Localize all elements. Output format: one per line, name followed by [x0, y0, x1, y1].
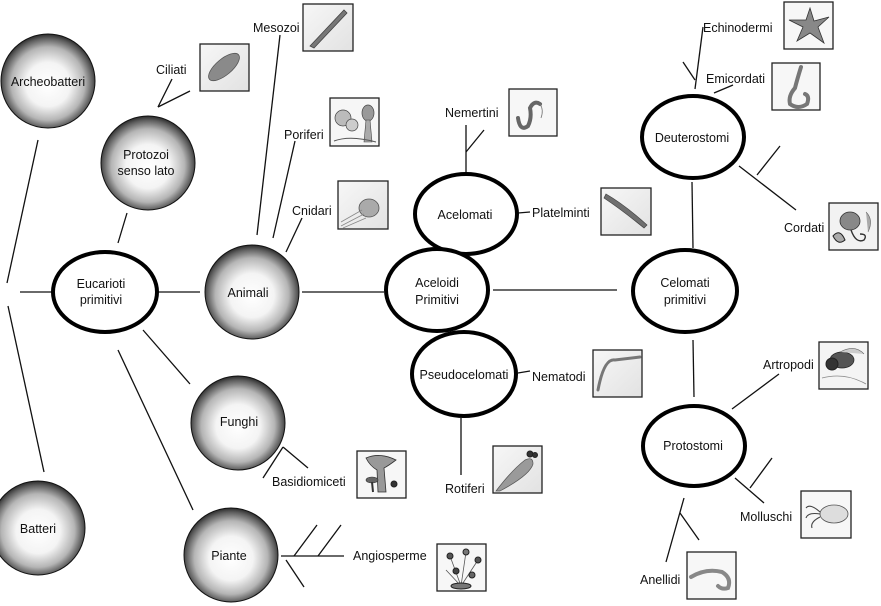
- earthworm-icon: [686, 551, 737, 600]
- taxon-label-anellidi: Anellidi: [640, 573, 680, 587]
- branch-deuterostomi-emicordati: [713, 84, 734, 94]
- node-label-line1: Protozoi: [123, 148, 169, 162]
- acorn-worm-icon: [771, 62, 821, 111]
- starfish-icon: [783, 1, 834, 50]
- branch-animali-poriferi: [272, 140, 296, 239]
- chordate-icon: [828, 202, 879, 251]
- rotifer-icon: [492, 445, 543, 494]
- squid-icon: [800, 490, 852, 539]
- node-label: Animali: [228, 286, 269, 300]
- branch-protozoi-ciliati: [157, 90, 191, 108]
- branch-cordati-stub: [756, 145, 781, 176]
- node-aceloidi: Aceloidi Primitivi: [384, 247, 490, 333]
- node-label-line1: Aceloidi: [415, 276, 459, 290]
- branch-funghi-basidiomiceti: [282, 446, 309, 469]
- branch-protostomi-molluschi: [734, 477, 765, 504]
- branch-nemertini-stub: [465, 129, 485, 153]
- flowering-plant-icon: [436, 543, 487, 592]
- node-deuterostomi: Deuterostomi: [640, 94, 746, 180]
- node-label-line2: Primitivi: [415, 293, 459, 307]
- roundworm-icon: [592, 349, 643, 398]
- branch-eucarioti-protozoi: [117, 212, 128, 244]
- branch-root-batteri: [7, 305, 45, 473]
- branch-eucarioti-funghi: [142, 329, 191, 385]
- taxon-label-nematodi: Nematodi: [532, 370, 586, 384]
- branch-piante-stub3: [285, 559, 305, 588]
- taxon-label-ciliati: Ciliati: [156, 63, 187, 77]
- taxon-label-emicordati: Emicordati: [706, 72, 765, 86]
- node-animali: Animali: [204, 244, 300, 340]
- branch-protostomi-artropodi: [731, 373, 780, 410]
- flatworm-icon: [600, 187, 652, 236]
- sponge-icon: [329, 97, 380, 147]
- taxon-label-poriferi: Poriferi: [284, 128, 324, 142]
- node-celomati: Celomati primitivi: [631, 248, 739, 334]
- node-label-line1: Celomati: [660, 276, 709, 290]
- node-label-line2: primitivi: [664, 293, 706, 307]
- taxon-label-mesozoi: Mesozoi: [253, 21, 300, 35]
- branch-ciliati-stub: [157, 78, 173, 108]
- node-label: Archeobatteri: [11, 75, 85, 89]
- branch-anellidi-stub: [679, 512, 700, 541]
- node-label: Batteri: [20, 522, 56, 536]
- mushroom-icon: [356, 450, 407, 499]
- node-label-line2: primitivi: [80, 293, 122, 307]
- node-label: Deuterostomi: [655, 131, 729, 145]
- bee-icon: [818, 341, 869, 390]
- mesozoan-icon: [302, 3, 354, 52]
- taxon-label-molluschi: Molluschi: [740, 510, 792, 524]
- jellyfish-icon: [337, 180, 389, 230]
- ribbon-worm-icon: [508, 88, 558, 137]
- branch-deuterostomi-echinodermi: [694, 26, 704, 90]
- node-label: Piante: [211, 549, 246, 563]
- branch-pseudocelomati-nematodi: [517, 370, 531, 374]
- branch-animali-cnidari: [285, 217, 303, 253]
- branch-piante-stub2: [317, 524, 342, 557]
- branch-funghi-stub: [262, 446, 284, 479]
- branch-animali-mesozoi: [256, 34, 281, 236]
- branch-celomati-protostomi: [692, 339, 695, 398]
- ciliate-icon: [199, 43, 250, 92]
- tree-branches: [6, 26, 797, 588]
- taxon-label-rotiferi: Rotiferi: [445, 482, 485, 496]
- branch-eucarioti-piante: [117, 349, 194, 511]
- taxon-label-echinodermi: Echinodermi: [703, 21, 772, 35]
- node-piante: Piante: [183, 507, 279, 603]
- node-pseudocelomati: Pseudocelomati: [410, 330, 518, 418]
- taxon-label-angiosperme: Angiosperme: [353, 549, 427, 563]
- node-acelomati: Acelomati: [413, 172, 519, 256]
- branch-celomati-deuterostomi: [691, 181, 694, 249]
- node-label-line2: senso lato: [118, 164, 175, 178]
- taxon-labels: Ciliati Mesozoi Poriferi Cnidari Nemerti…: [156, 21, 824, 587]
- branch-molluschi-stub: [749, 457, 773, 489]
- taxon-label-cnidari: Cnidari: [292, 204, 332, 218]
- node-protostomi: Protostomi: [641, 404, 747, 488]
- taxon-label-cordati: Cordati: [784, 221, 824, 235]
- taxon-label-nemertini: Nemertini: [445, 106, 499, 120]
- node-label-line1: Eucarioti: [77, 277, 126, 291]
- branch-echinodermi-stub: [682, 61, 696, 81]
- branch-protostomi-anellidi: [665, 497, 685, 563]
- node-funghi: Funghi: [190, 375, 286, 471]
- branch-acelomati-platelminti: [517, 211, 531, 214]
- branch-piante-stub1: [293, 524, 318, 557]
- taxon-pictures: [199, 1, 879, 600]
- taxon-label-artropodi: Artropodi: [763, 358, 814, 372]
- taxon-label-platelminti: Platelminti: [532, 206, 590, 220]
- branch-deuterostomi-cordati: [738, 165, 797, 211]
- taxon-label-basidiomiceti: Basidiomiceti: [272, 475, 346, 489]
- node-protozoi: Protozoi senso lato: [100, 115, 196, 211]
- node-label: Pseudocelomati: [420, 368, 509, 382]
- branch-root-archeobatteri: [6, 139, 39, 284]
- node-label: Protostomi: [663, 439, 723, 453]
- node-batteri: Batteri: [0, 480, 86, 576]
- node-eucarioti: Eucarioti primitivi: [51, 250, 159, 334]
- node-archeobatteri: Archeobatteri: [0, 33, 96, 129]
- node-label: Acelomati: [438, 208, 493, 222]
- node-label: Funghi: [220, 415, 258, 429]
